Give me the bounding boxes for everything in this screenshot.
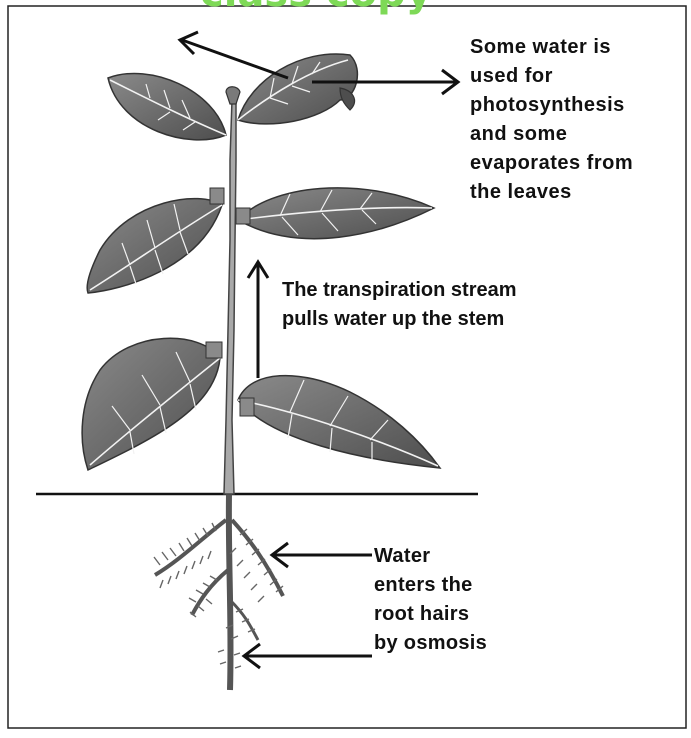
header-title-fragment: class copy xyxy=(200,0,432,16)
root-osmosis-label: Water enters the root hairs by osmosis xyxy=(374,542,487,658)
water-use-label: Some water is used for photosynthesis an… xyxy=(470,33,633,207)
svg-text:class copy: class copy xyxy=(200,0,432,16)
transpiration-label: The transpiration stream pulls water up … xyxy=(282,276,517,334)
